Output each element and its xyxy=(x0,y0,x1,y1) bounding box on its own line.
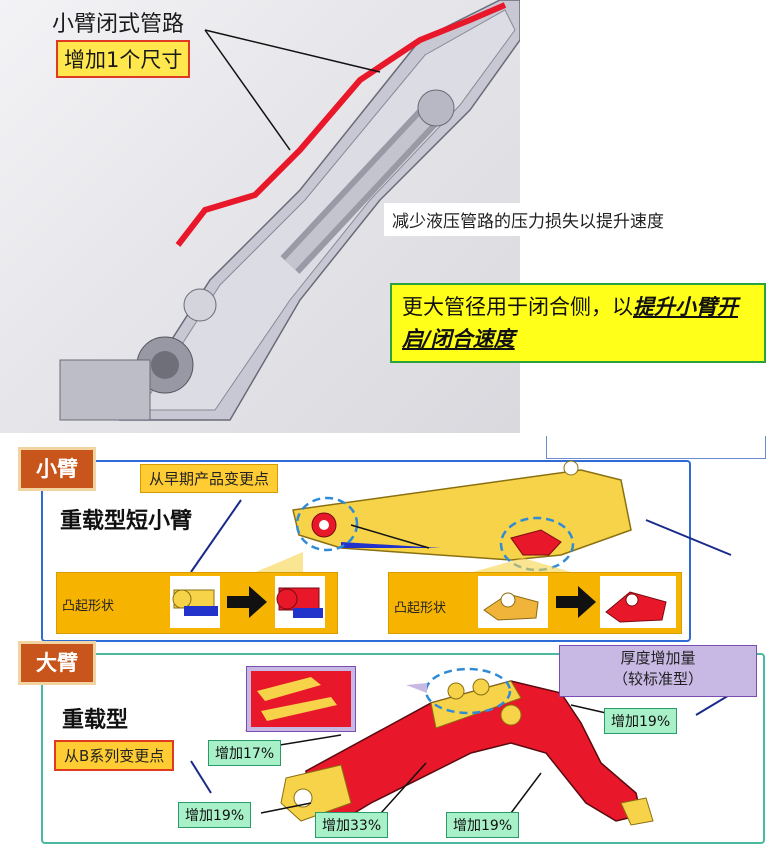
arrow-right-icon xyxy=(556,586,596,622)
shape-label-right: 凸起形状 xyxy=(394,601,447,616)
pressure-loss-note: 减少液压管路的压力损失以提升速度 xyxy=(384,203,777,236)
bracket-after-image xyxy=(600,576,676,628)
big-arm-tag: 大臂 xyxy=(18,641,96,685)
closed-pipe-line xyxy=(175,2,507,247)
big-arm-drawing xyxy=(190,667,737,826)
thickness-line-1: 厚度增加量 xyxy=(620,649,696,667)
small-arm-tag: 小臂 xyxy=(18,447,96,491)
arrow-right-icon xyxy=(227,586,267,622)
thickness-line-2: （较标准型） xyxy=(612,670,703,688)
pct-label-17: 增加17% xyxy=(208,740,282,766)
shape-after-image xyxy=(275,576,325,628)
bracket-before-image xyxy=(478,576,548,628)
pipe-diameter-note: 更大管径用于闭合侧，以提升小臂开启/闭合速度 xyxy=(390,283,766,363)
pct-label-19-left: 增加19% xyxy=(178,802,252,828)
weld-detail-inset xyxy=(246,666,356,732)
small-arm-heading: 重载型短小臂 xyxy=(60,509,193,534)
pct-label-33: 增加33% xyxy=(315,812,389,838)
shape-label-left: 凸起形状 xyxy=(62,599,115,614)
pct-label-19-bottom: 增加19% xyxy=(446,812,520,838)
pipe-callout-title: 小臂闭式管路 xyxy=(52,12,185,37)
small-arm-change-note: 从早期产品变更点 xyxy=(140,464,279,493)
pipe-size-badge: 增加1个尺寸 xyxy=(56,40,191,78)
pipe-note-prefix: 更大管径用于闭合侧，以 xyxy=(402,295,633,319)
small-arm-drawing xyxy=(190,460,732,573)
pct-label-19-right: 增加19% xyxy=(604,708,678,734)
shape-before-image xyxy=(170,576,220,628)
thickness-legend: 厚度增加量 （较标准型） xyxy=(559,645,757,697)
panel-bracket xyxy=(546,436,766,459)
pipe-note-emphasis: 提升小臂开启/闭合速度 xyxy=(402,295,738,351)
big-arm-change-note: 从B系列变更点 xyxy=(54,740,175,771)
arm-cad-drawing xyxy=(59,0,520,421)
big-arm-heading: 重载型 xyxy=(62,708,129,733)
